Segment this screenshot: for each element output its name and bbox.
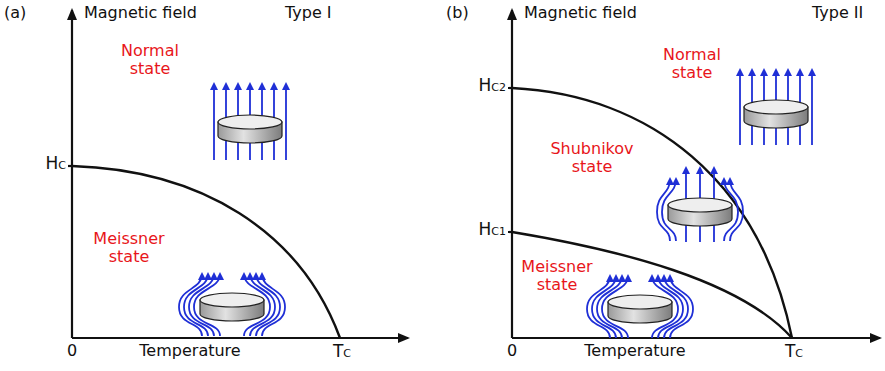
axis-origin: 0 — [67, 342, 77, 360]
region-fill — [512, 88, 792, 338]
panel-letter: (a) — [4, 4, 26, 22]
temperature-mark: TC — [785, 342, 803, 362]
axis-origin: 0 — [507, 342, 517, 360]
field-mark: HC — [46, 154, 66, 174]
phase-name: Normal state — [656, 46, 728, 83]
phase-name: Meissner state — [84, 230, 174, 267]
phase-region: Meissner state — [72, 166, 340, 338]
axis-title: Temperature — [584, 342, 685, 360]
axes — [68, 10, 880, 338]
axis-title: Magnetic field — [84, 4, 197, 22]
phase-region: Shubnikov state — [512, 88, 792, 338]
field-mark: HC2 — [479, 76, 506, 96]
temperature-mark: TC — [333, 342, 351, 362]
panel-title: Type I — [285, 4, 332, 22]
axis-title: Magnetic field — [524, 4, 637, 22]
panel-title: Type II — [812, 4, 863, 22]
phase-region: Meissner state — [512, 232, 792, 338]
field-mark: HC1 — [479, 220, 506, 240]
phase-name: Shubnikov state — [542, 140, 642, 177]
phase-boundaries — [72, 88, 792, 338]
field-lines — [179, 70, 812, 338]
phase-name: Normal state — [114, 42, 186, 79]
axis-title: Temperature — [139, 342, 240, 360]
phase-name: Meissner state — [517, 258, 597, 295]
panel-letter: (b) — [446, 4, 469, 22]
sample-disks — [200, 100, 808, 323]
